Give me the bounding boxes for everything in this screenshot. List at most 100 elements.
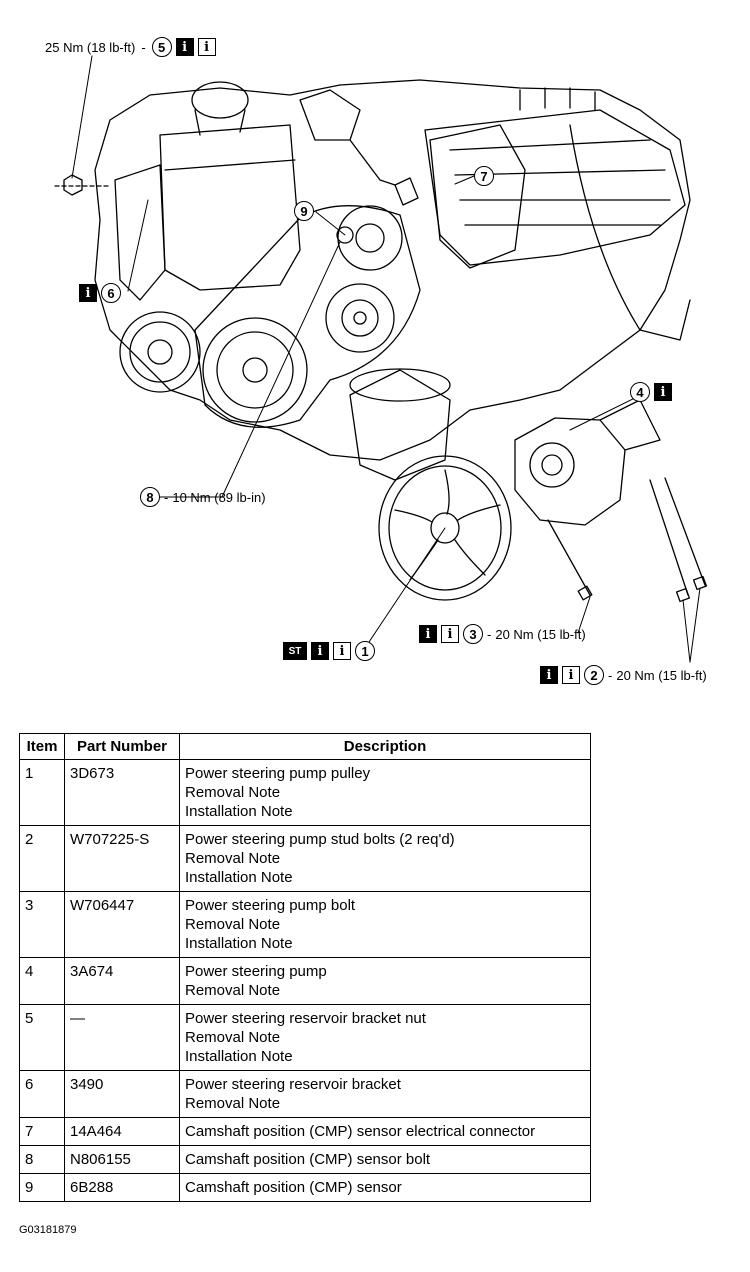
description-line: Camshaft position (CMP) sensor electrica… [185,1123,536,1140]
removal-note-link[interactable]: Removal Note [185,784,281,801]
info-icon: i [540,666,558,684]
description-line: Power steering reservoir bracket nut [185,1010,426,1027]
part-number-cell: 3D673 [64,759,180,826]
pump-bolt [547,519,591,596]
removal-note-link[interactable]: Removal Note [185,1029,281,1046]
table-row: 8 N806155 Camshaft position (CMP) sensor… [19,1145,591,1174]
callout-number-2: 2 [584,665,604,685]
torque-label-2: 20 Nm (15 lb-ft) [616,667,707,683]
table-row: 4 3A674 Power steering pump Removal Note [19,957,591,1005]
description-cell: Power steering reservoir bracket nut Rem… [179,1004,591,1071]
item-cell: 6 [19,1070,65,1118]
callout-number-4: 4 [630,382,650,402]
callout-2: i i 2 - 20 Nm (15 lb-ft) [540,665,707,685]
torque-label-8: 10 Nm (89 lb-in) [172,489,266,505]
callout-number-5: 5 [151,37,172,57]
part-number-cell: 14A464 [64,1117,180,1146]
callout-number-9: 9 [294,201,314,221]
installation-note-link[interactable]: Installation Note [185,935,293,952]
info-icon: i [311,642,329,660]
column-header-item: Item [19,733,65,760]
callout-3: i i 3 - 20 Nm (15 lb-ft) [419,624,586,644]
removal-note-link[interactable]: Removal Note [185,916,281,933]
item-cell: 1 [19,759,65,826]
info-icon: i [175,38,194,56]
callout-7: 7 [474,166,494,186]
pump-pulley [378,455,512,601]
crank-pulley [202,317,308,423]
parts-table: Item Part Number Description 1 3D673 Pow… [19,733,591,1202]
description-cell: Power steering pump stud bolts (2 req'd)… [179,825,591,892]
special-tool-icon: ST [283,642,307,660]
installation-note-link[interactable]: Installation Note [185,1048,293,1065]
column-header-description: Description [179,733,591,760]
table-row: 6 3490 Power steering reservoir bracket … [19,1070,591,1118]
item-cell: 4 [19,957,65,1005]
part-number-cell: N806155 [64,1145,180,1174]
description-line: Power steering reservoir bracket [185,1076,401,1093]
callout-number-8: 8 [140,487,160,507]
description-cell: Power steering pump Removal Note [179,957,591,1005]
drive-belt [194,205,421,428]
torque-label-5: 25 Nm (18 lb-ft) [45,39,136,55]
info-outline-icon: i [562,666,580,684]
info-icon: i [419,625,437,643]
oil-filter [349,368,451,481]
installation-note-link[interactable]: Installation Note [185,869,293,886]
removal-note-link[interactable]: Removal Note [185,1095,281,1112]
item-cell: 2 [19,825,65,892]
installation-note-link[interactable]: Installation Note [185,803,293,820]
engine-block-outline [94,79,691,461]
table-header-row: Item Part Number Description [19,733,591,760]
column-header-part-number: Part Number [64,733,180,760]
table-row: 3 W706447 Power steering pump bolt Remov… [19,891,591,958]
callout-1: ST i i 1 [283,641,375,661]
item-cell: 9 [19,1173,65,1202]
info-outline-icon: i [333,642,351,660]
part-number-cell: W707225-S [64,825,180,892]
callout-8: 8 - 10 Nm (89 lb-in) [140,487,266,507]
item-cell: 7 [19,1117,65,1146]
engine-diagram [54,55,708,663]
reservoir-bracket [114,164,166,301]
callout-number-6: 6 [101,283,121,303]
description-line: Power steering pump stud bolts (2 req'd) [185,831,455,848]
callout-number-1: 1 [355,641,375,661]
description-cell: Camshaft position (CMP) sensor bolt [179,1145,591,1174]
removal-note-link[interactable]: Removal Note [185,982,281,999]
part-number-cell: 3490 [64,1070,180,1118]
valve-cover [424,109,686,266]
callout-6: i 6 [79,283,121,303]
table-row: 5 — Power steering reservoir bracket nut… [19,1004,591,1071]
description-cell: Power steering pump bolt Removal Note In… [179,891,591,958]
info-icon: i [79,284,97,302]
figure-code: G03181879 [19,1224,77,1236]
table-row: 2 W707225-S Power steering pump stud bol… [19,825,591,892]
idler-pulley-mid [325,283,395,353]
info-icon: i [654,383,672,401]
description-line: Power steering pump [185,963,327,980]
part-number-cell: 6B288 [64,1173,180,1202]
table-row: 1 3D673 Power steering pump pulley Remov… [19,759,591,826]
info-outline-icon: i [441,625,459,643]
removal-note-link[interactable]: Removal Note [185,850,281,867]
power-steering-pump [514,399,661,526]
stud-bolt-a [649,479,689,596]
callout-number-7: 7 [474,166,494,186]
item-cell: 8 [19,1145,65,1174]
callout-5: 25 Nm (18 lb-ft) - 5 i i [45,37,216,57]
table-row: 9 6B288 Camshaft position (CMP) sensor [19,1173,591,1202]
info-outline-icon: i [197,38,216,56]
item-cell: 3 [19,891,65,958]
description-line: Camshaft position (CMP) sensor [185,1179,402,1196]
power-steering-reservoir [159,124,301,291]
item-cell: 5 [19,1004,65,1071]
part-number-cell: 3A674 [64,957,180,1005]
description-cell: Camshaft position (CMP) sensor [179,1173,591,1202]
idler-pulley-upper [337,205,403,271]
description-cell: Power steering reservoir bracket Removal… [179,1070,591,1118]
callout-9: 9 [294,201,314,221]
stud-bolt-b [664,477,706,586]
callout-number-3: 3 [463,624,483,644]
torque-label-3: 20 Nm (15 lb-ft) [495,626,586,642]
